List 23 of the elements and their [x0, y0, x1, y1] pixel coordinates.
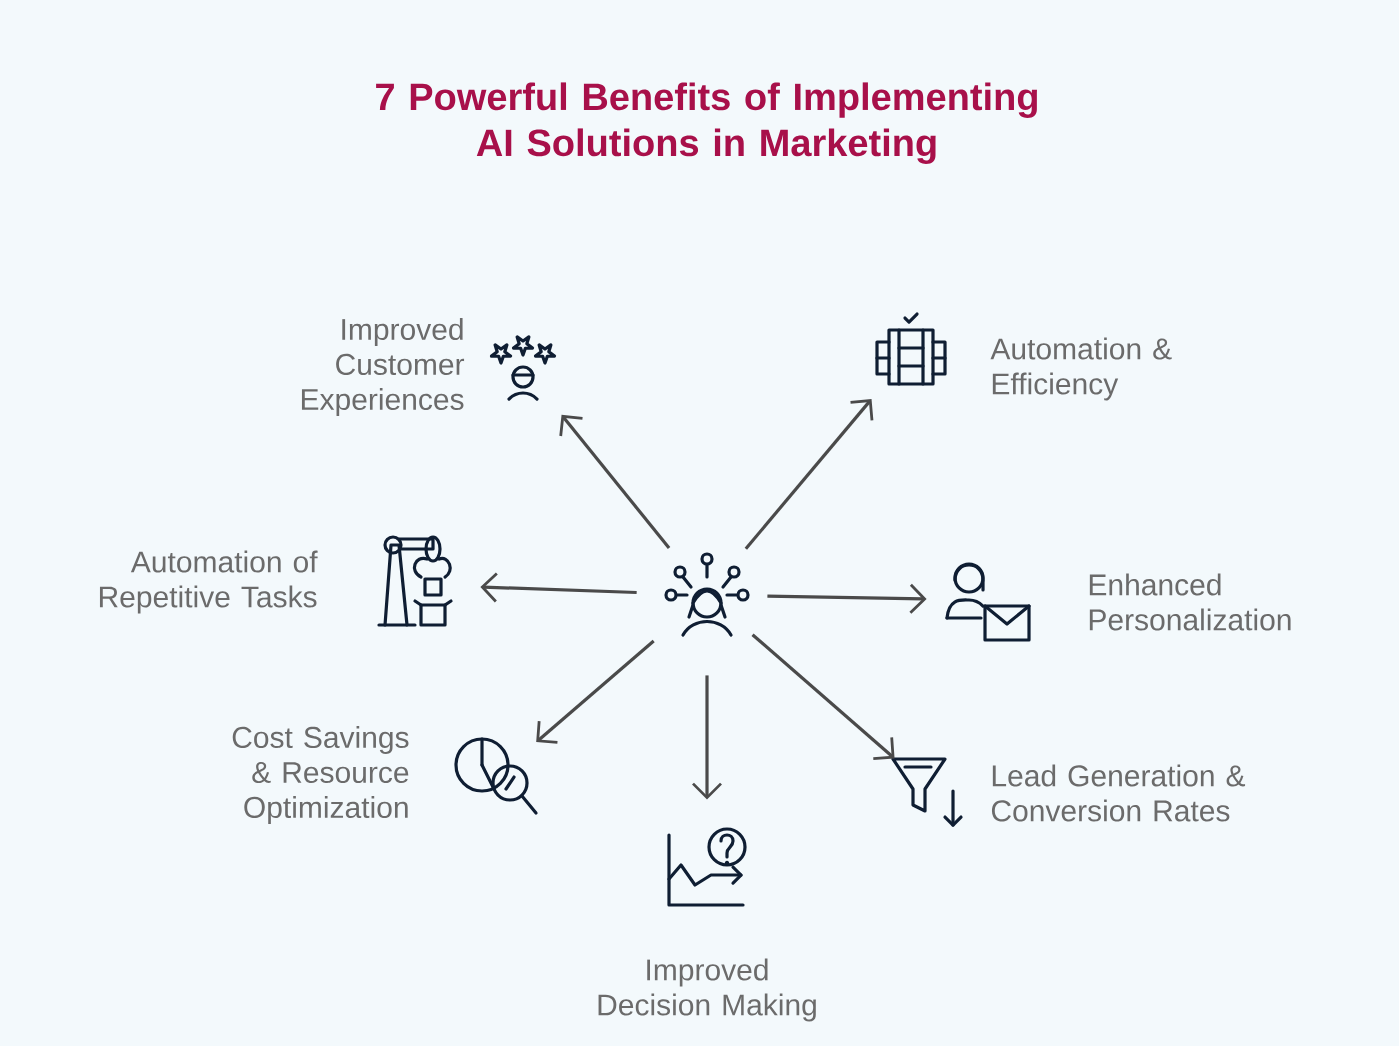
benefit-label: Automation of Repetitive Tasks: [99, 550, 318, 614]
arrow: [744, 399, 874, 550]
server-rack-icon: [875, 312, 947, 386]
title: 7 Powerful Benefits of Implementing AI Solutions in Marketing: [376, 82, 1037, 164]
person-network-icon: [664, 552, 750, 637]
arrow: [692, 675, 722, 800]
benefit-label: Improved Customer Experiences: [301, 318, 465, 416]
arrow: [767, 583, 927, 614]
star-rating-person-icon: [489, 335, 557, 401]
funnel-down-arrow-icon: [891, 757, 963, 827]
benefit-label: Cost Savings & Resource Optimization: [232, 726, 409, 824]
arrow: [536, 639, 655, 744]
arrow: [751, 633, 895, 760]
benefit-label: Lead Generation & Conversion Rates: [991, 764, 1246, 822]
benefit-label: Automation & Efficiency: [990, 337, 1172, 401]
arrow: [559, 414, 671, 549]
arrow: [480, 572, 637, 603]
robot-arm-icon: [377, 535, 453, 627]
chart-question-icon: [667, 827, 747, 907]
pie-chart-magnifier-icon: [454, 737, 538, 815]
person-envelope-icon: [945, 562, 1031, 642]
benefit-label: Enhanced Personalization: [1089, 573, 1291, 631]
benefit-label: Improved Decision Making: [598, 958, 816, 1022]
